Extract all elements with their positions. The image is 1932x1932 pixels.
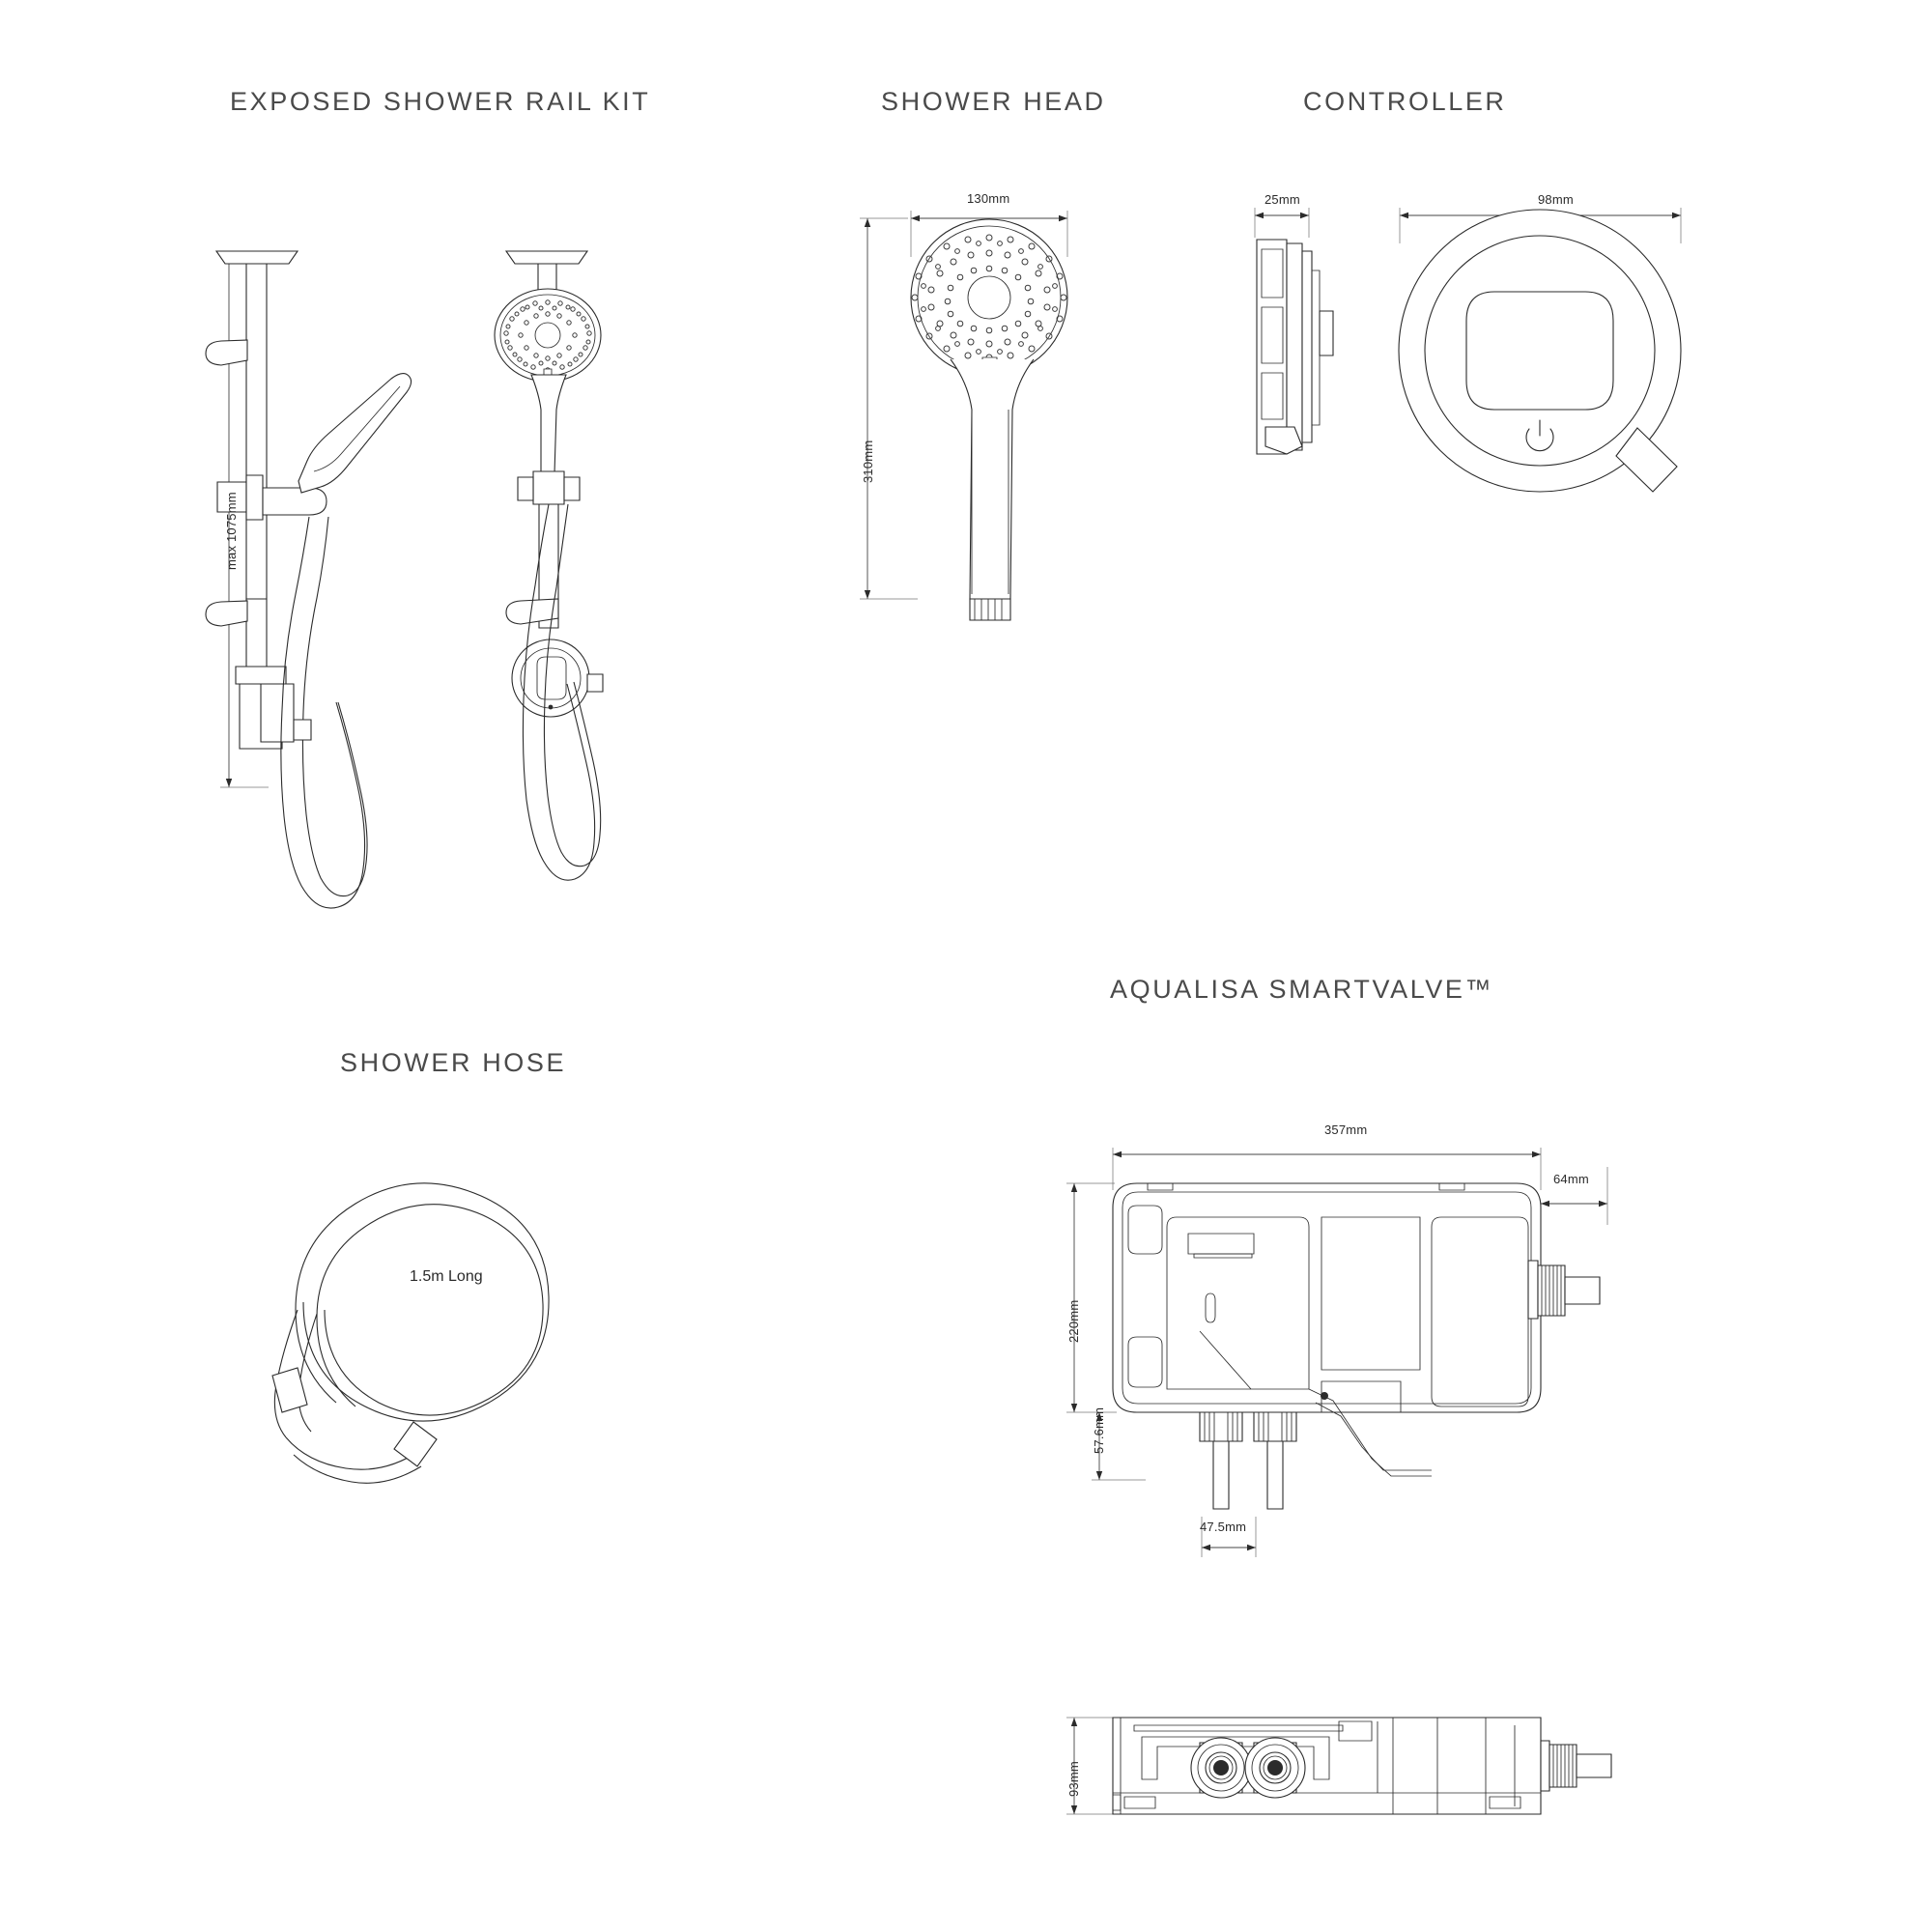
smartvalve-outlet-depth-dimension (1541, 1167, 1608, 1225)
power-icon (1525, 419, 1554, 452)
controller-depth-label: 25mm (1264, 192, 1300, 207)
smartvalve-inlet-right (1253, 1411, 1297, 1510)
smartvalve-inlet-spacing-dimension (1201, 1517, 1257, 1557)
smartvalve-depth-label: 93mm (1066, 1761, 1081, 1797)
heading-aqualisa-smartvalve: AQUALISA SMARTVALVE™ (1110, 975, 1494, 1004)
shower-head-drawing (850, 184, 1169, 667)
smartvalve-outlet-depth-label: 64mm (1553, 1172, 1589, 1186)
rail-kit-front-view (494, 250, 604, 881)
rail-kit-drawing (193, 222, 696, 947)
rail-kit-left-view (205, 250, 412, 909)
smartvalve-depth-dimension (1066, 1717, 1115, 1815)
heading-controller: CONTROLLER (1303, 87, 1507, 116)
shower-hose-drawing: ​ (232, 1121, 696, 1507)
heading-shower-hose: SHOWER HOSE (340, 1048, 567, 1077)
smartvalve-inlet-left (1199, 1411, 1243, 1510)
hose-length-note: 1.5m Long (410, 1268, 483, 1285)
controller-diameter-label: 98mm (1538, 192, 1574, 207)
smartvalve-inlet-drop-label: 57.6mm (1092, 1406, 1106, 1454)
smartvalve-plan-drawing (1053, 1671, 1652, 1864)
controller-drawing (1227, 184, 1739, 522)
smartvalve-plan-inlet-left (1190, 1737, 1252, 1799)
shower-head-length-dimension (860, 217, 918, 600)
smartvalve-plan-inlet-right (1244, 1737, 1306, 1799)
smartvalve-height-label: 220mm (1066, 1299, 1081, 1343)
smartvalve-inlet-drop-dimension (1092, 1412, 1146, 1481)
smartvalve-front-drawing (1053, 1111, 1652, 1613)
controller-front-view (1398, 209, 1682, 493)
rail-kit-height-label: max 1075mm (224, 492, 239, 570)
smartvalve-inlet-spacing-label: 47.5mm (1200, 1520, 1247, 1534)
shower-head-length-label: 310mm (861, 440, 875, 483)
shower-head-width-label: 130mm (967, 191, 1010, 206)
shower-head-width-dimension (910, 211, 1068, 257)
heading-exposed-shower-rail-kit: EXPOSED SHOWER RAIL KIT (230, 87, 651, 116)
controller-depth-dimension (1254, 208, 1310, 238)
smartvalve-width-dimension (1112, 1148, 1542, 1190)
controller-side-view (1256, 239, 1334, 455)
heading-shower-head: SHOWER HEAD (881, 87, 1106, 116)
smartvalve-height-dimension (1066, 1182, 1117, 1413)
smartvalve-width-label: 357mm (1324, 1122, 1368, 1137)
